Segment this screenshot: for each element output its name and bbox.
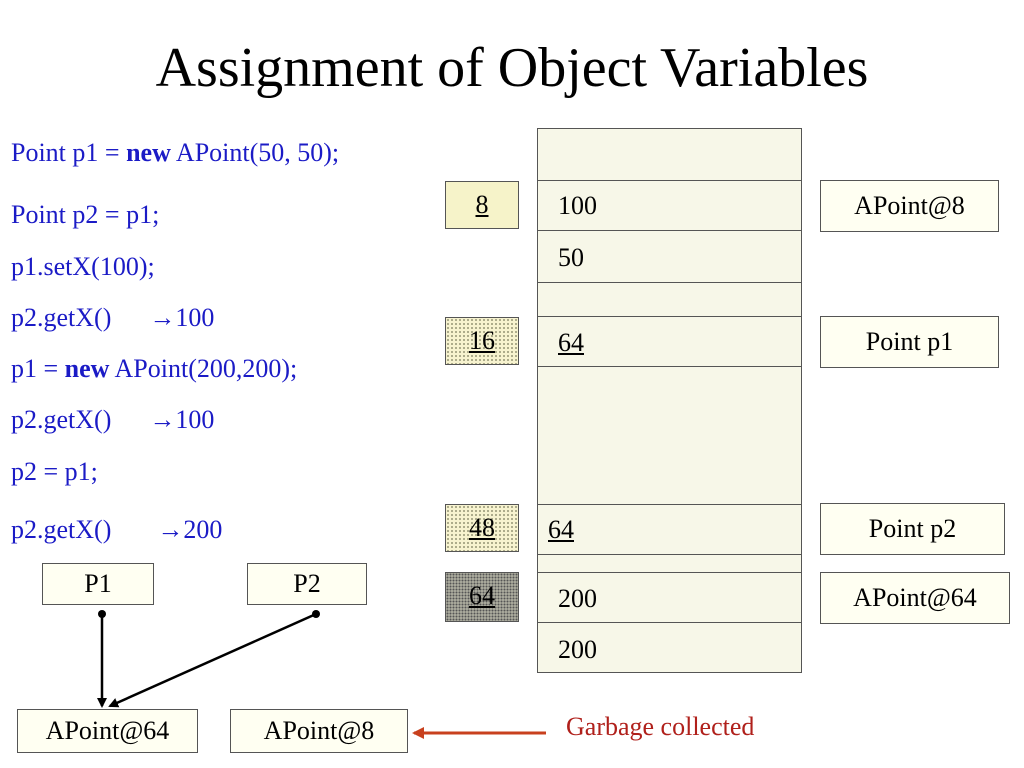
memory-divider — [537, 230, 802, 231]
code-line-2: Point p2 = p1; — [11, 200, 160, 229]
memory-divider — [537, 504, 802, 505]
p2-reference-arrow — [108, 612, 317, 708]
result-arrow: →100 — [149, 405, 215, 434]
variable-label: Point p2 — [820, 503, 1005, 555]
memory-divider — [537, 572, 802, 573]
memory-cell: 200 — [558, 584, 597, 613]
memory-divider — [537, 282, 802, 283]
address-box: 16 — [445, 317, 519, 365]
object-label: APoint@8 — [820, 180, 999, 232]
variable-box-p2: P2 — [247, 563, 367, 605]
code-line-4: p2.getX()→100 — [11, 301, 214, 335]
code-line-7: p2 = p1; — [11, 457, 98, 486]
memory-cell: 64 — [558, 328, 584, 357]
object-box: APoint@8 — [230, 709, 408, 753]
memory-divider — [537, 180, 802, 181]
code-line-5: p1 = new APoint(200,200); — [11, 354, 298, 383]
memory-divider — [537, 622, 802, 623]
slide-title: Assignment of Object Variables — [155, 37, 869, 99]
address-box: 8 — [445, 181, 519, 229]
variable-box-p1: P1 — [42, 563, 154, 605]
result-arrow: →200 — [157, 515, 223, 544]
memory-cell: 200 — [558, 635, 597, 664]
code-line-1: Point p1 = new APoint(50, 50); — [11, 138, 340, 167]
object-label: APoint@64 — [820, 572, 1010, 624]
object-box: APoint@64 — [17, 709, 198, 753]
address-box: 48 — [445, 504, 519, 552]
result-arrow: →100 — [149, 303, 215, 332]
memory-column — [537, 128, 802, 673]
memory-cell: 100 — [558, 191, 597, 220]
variable-label: Point p1 — [820, 316, 999, 368]
code-line-6: p2.getX()→100 — [11, 403, 214, 437]
memory-divider — [537, 554, 802, 555]
address-box: 64 — [445, 572, 519, 622]
memory-divider — [537, 366, 802, 367]
garbage-collected-label: Garbage collected — [566, 712, 755, 741]
memory-cell: 64 — [548, 515, 574, 544]
code-line-3: p1.setX(100); — [11, 252, 155, 281]
memory-divider — [537, 316, 802, 317]
memory-cell: 50 — [558, 243, 584, 272]
code-line-8: p2.getX()→200 — [11, 513, 222, 547]
